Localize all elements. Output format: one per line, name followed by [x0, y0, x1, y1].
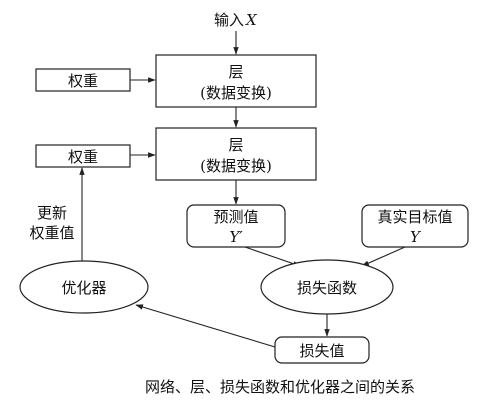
loss-function-label: 损失函数 [297, 279, 357, 297]
update-label-line2: 权重值 [29, 224, 74, 242]
layer2-node: 层 (数据变换) [155, 127, 317, 181]
figure-caption: 网络、层、损失函数和优化器之间的关系 [145, 378, 415, 396]
layer1-subtitle: (数据变换) [200, 84, 272, 102]
prediction-node: 预测值 Y′ [186, 204, 286, 248]
target-label: 真实目标值 [377, 208, 452, 226]
loss-value-box [274, 336, 370, 364]
prediction-label: 预测值 [213, 208, 258, 226]
optimizer-ellipse [19, 260, 149, 314]
arrow-loss-value-to-optimizer [135, 304, 276, 348]
loss-function-node: 损失函数 [260, 259, 394, 315]
layer2-subtitle: (数据变换) [200, 157, 272, 175]
layer2-title: 层 [228, 136, 243, 154]
optimizer-label: 优化器 [61, 279, 106, 297]
target-symbol: Y [410, 228, 422, 246]
target-box [361, 204, 469, 248]
prediction-box [186, 204, 286, 248]
target-node: 真实目标值 Y [361, 204, 469, 248]
loss-value-node: 损失值 [274, 336, 370, 364]
input-symbol: X [245, 11, 258, 29]
weights1-label: 权重 [68, 72, 98, 90]
loss-value-label: 损失值 [299, 342, 344, 360]
weights2-node: 权重 [35, 144, 131, 168]
prediction-symbol: Y′ [229, 228, 243, 246]
optimizer-node: 优化器 [19, 260, 149, 314]
update-weights-label: 更新 权重值 [29, 204, 74, 242]
weights2-label: 权重 [68, 148, 98, 166]
weights1-node: 权重 [35, 68, 131, 92]
input-label: 输入 [214, 11, 244, 29]
layer2-box [155, 127, 317, 181]
weights2-box [35, 144, 131, 168]
update-label-line1: 更新 [37, 204, 67, 222]
input-node: 输入 X [214, 11, 258, 29]
layer1-title: 层 [228, 63, 243, 81]
layer1-node: 层 (数据变换) [155, 54, 317, 108]
arrow-prediction-to-loss-function [244, 246, 301, 267]
arrow-target-to-loss-function [361, 246, 406, 267]
